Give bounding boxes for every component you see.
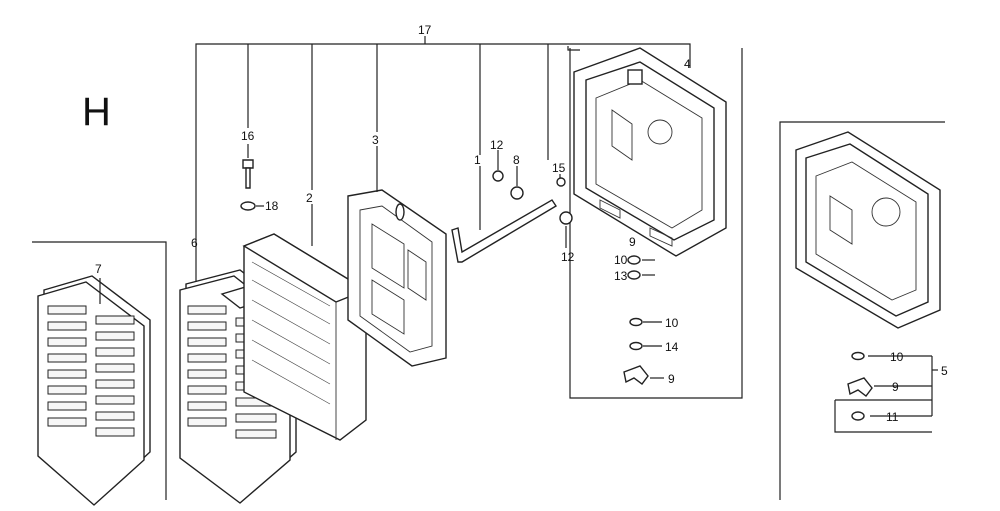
callout-10-b: 10 (665, 316, 679, 330)
nut-13 (627, 270, 641, 280)
callout-labels: 17 4 16 18 2 3 6 7 1 12 8 15 12 9 10 13 … (95, 23, 948, 424)
callout-7: 7 (95, 262, 102, 276)
callout-16: 16 (241, 129, 255, 143)
callout-6: 6 (191, 236, 198, 250)
nut-11 (851, 411, 865, 421)
section-letter: H (82, 90, 111, 134)
washer-10-a (627, 255, 641, 265)
callout-1: 1 (474, 153, 481, 167)
washer-14 (629, 341, 643, 351)
washer-10-b (629, 317, 643, 327)
callout-9-a: 9 (668, 372, 675, 386)
callout-9-case: 9 (629, 235, 636, 249)
breather-tube (451, 199, 557, 263)
nut-8 (510, 186, 524, 200)
callout-12-upper: 12 (490, 138, 504, 152)
air-cleaner-case-alt (795, 131, 941, 329)
callout-10-a: 10 (614, 253, 628, 267)
air-cleaner-cover-grille (37, 275, 151, 506)
callout-10-c: 10 (890, 350, 904, 364)
callout-12-lower: 12 (561, 250, 575, 264)
clip-9-b (847, 377, 873, 397)
washer-10-c (851, 351, 865, 361)
bolt-16 (242, 159, 254, 189)
frame-left (32, 241, 167, 500)
callout-11: 11 (886, 410, 899, 424)
callout-2: 2 (306, 191, 313, 205)
callout-8: 8 (513, 153, 520, 167)
nut-12-upper (492, 170, 504, 182)
callout-5: 5 (941, 364, 948, 378)
callout-13: 13 (614, 269, 628, 283)
clip-15 (556, 177, 566, 187)
callout-15: 15 (552, 161, 566, 175)
callout-17: 17 (418, 23, 432, 37)
callout-18: 18 (265, 199, 279, 213)
callout-9-b: 9 (892, 380, 899, 394)
callout-4: 4 (684, 57, 691, 71)
group-5-bracket (834, 355, 938, 433)
element-holder-gasket (347, 189, 447, 367)
air-cleaner-case (573, 47, 727, 257)
air-filter-element (242, 233, 368, 441)
washer-18 (240, 201, 256, 211)
callout-3: 3 (372, 133, 379, 147)
callout-14: 14 (665, 340, 679, 354)
assembly-17-bracket (195, 36, 691, 250)
nut-12-lower (559, 211, 573, 225)
frame-center (567, 46, 580, 51)
clip-9-a (623, 365, 649, 385)
leaders (99, 144, 664, 379)
frame-right (779, 121, 945, 500)
